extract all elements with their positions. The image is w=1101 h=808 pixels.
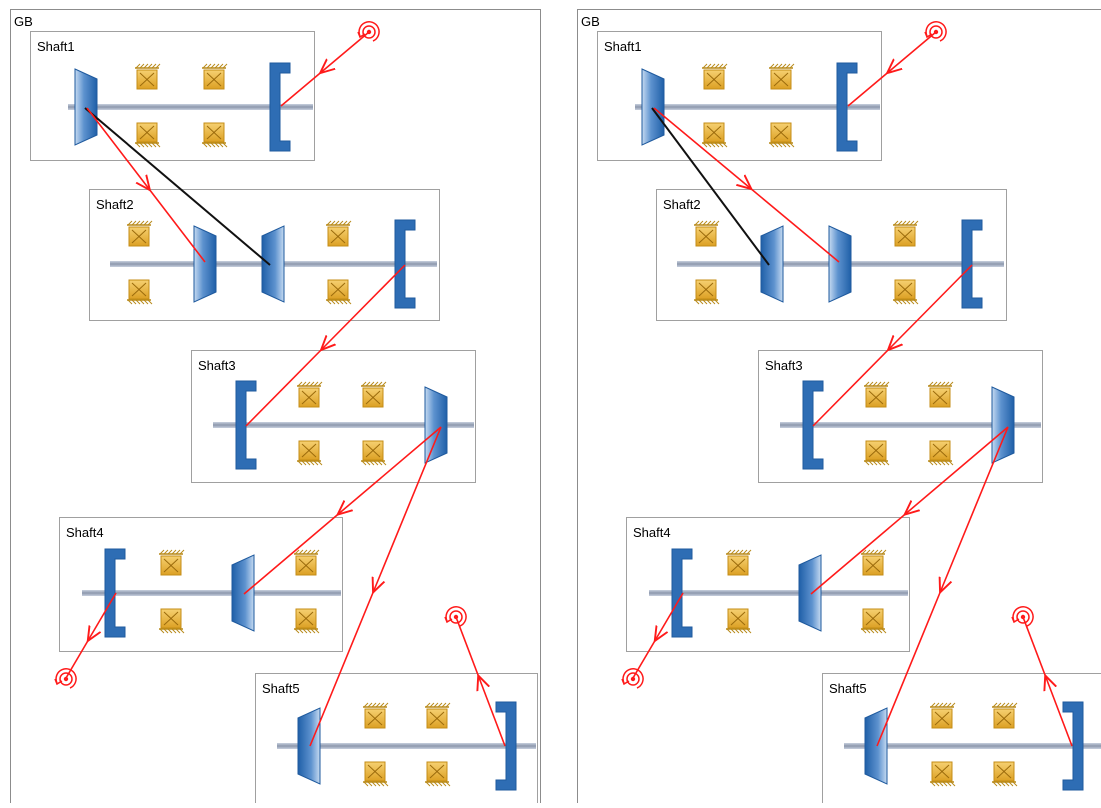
bearing-icon (928, 382, 953, 407)
gearbox-title: GB (581, 14, 600, 29)
bearing-icon (294, 609, 319, 633)
rotation-output-icon (622, 669, 643, 688)
bearing-icon (893, 221, 918, 246)
bearing-icon (159, 550, 184, 575)
bearing-icon (861, 609, 886, 633)
bearing-icon (363, 762, 388, 786)
bearing-icon (425, 762, 450, 786)
bearing-icon (702, 123, 727, 147)
bearing-icon (294, 550, 319, 575)
bearing-icon (202, 123, 227, 147)
bevel-gear-icon (799, 555, 821, 631)
bearing-icon (694, 221, 719, 246)
shaft-label: Shaft1 (604, 39, 642, 54)
bearing-icon (361, 441, 386, 465)
bearing-icon (297, 382, 322, 407)
bevel-gear-icon (232, 555, 254, 631)
bearing-icon (702, 64, 727, 89)
bearing-icon (694, 280, 719, 304)
bearing-icon (928, 441, 953, 465)
bearing-icon (930, 703, 955, 728)
bearing-icon (159, 609, 184, 633)
shaft-label: Shaft5 (829, 681, 867, 696)
bearing-icon (861, 550, 886, 575)
shaft-axle (649, 590, 908, 596)
bevel-gear-icon (298, 708, 320, 784)
bearing-icon (297, 441, 322, 465)
bearing-icon (992, 703, 1017, 728)
shaft-label: Shaft1 (37, 39, 75, 54)
bevel-gear-icon (642, 69, 664, 145)
bevel-gear-icon (829, 226, 851, 302)
bevel-gear-icon (761, 226, 783, 302)
bevel-gear-icon (262, 226, 284, 302)
shaft-group-5: Shaft5 (823, 674, 1101, 804)
shaft-axle (82, 590, 341, 596)
bearing-icon (769, 64, 794, 89)
shaft-label: Shaft5 (262, 681, 300, 696)
bearing-icon (202, 64, 227, 89)
shaft-group-4: Shaft4 (60, 518, 343, 652)
shaft-label: Shaft3 (198, 358, 236, 373)
bearing-icon (726, 550, 751, 575)
bearing-icon (864, 441, 889, 465)
bearing-icon (127, 221, 152, 246)
bearing-icon (135, 123, 160, 147)
bevel-gear-icon (992, 387, 1014, 463)
bearing-icon (769, 123, 794, 147)
gearbox-title: GB (14, 14, 33, 29)
bearing-icon (361, 382, 386, 407)
bearing-icon (425, 703, 450, 728)
shaft-label: Shaft2 (96, 197, 134, 212)
bearing-icon (326, 221, 351, 246)
bearing-icon (363, 703, 388, 728)
bevel-gear-icon (194, 226, 216, 302)
bearing-icon (127, 280, 152, 304)
bevel-gear-icon (425, 387, 447, 463)
shaft-label: Shaft4 (66, 525, 104, 540)
shaft-group-4: Shaft4 (627, 518, 910, 652)
shaft-label: Shaft3 (765, 358, 803, 373)
bearing-icon (864, 382, 889, 407)
bevel-gear-icon (75, 69, 97, 145)
bearing-icon (930, 762, 955, 786)
bevel-gear-icon (865, 708, 887, 784)
rotation-output-icon (445, 607, 466, 626)
bearing-icon (992, 762, 1017, 786)
shaft-label: Shaft2 (663, 197, 701, 212)
rotation-output-icon (1012, 607, 1033, 626)
bearing-icon (726, 609, 751, 633)
bearing-icon (326, 280, 351, 304)
bearing-icon (135, 64, 160, 89)
rotation-output-icon (55, 669, 76, 688)
shaft-label: Shaft4 (633, 525, 671, 540)
bearing-icon (893, 280, 918, 304)
